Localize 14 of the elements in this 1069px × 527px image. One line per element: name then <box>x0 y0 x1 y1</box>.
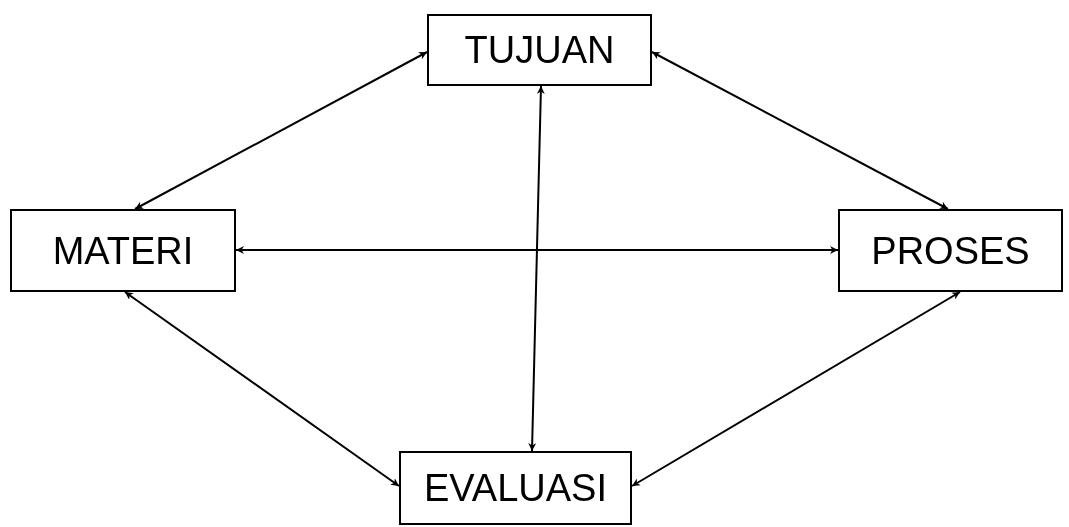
concept-box <box>10 209 236 292</box>
box-label: MATERI <box>52 231 194 270</box>
double-arrow <box>134 51 428 210</box>
concept-box <box>838 209 1063 292</box>
concept-box <box>427 14 652 86</box>
double-arrow <box>235 246 839 254</box>
double-arrow <box>124 291 400 487</box>
box-label: TUJUAN <box>464 31 615 69</box>
double-arrow <box>651 51 949 210</box>
concept-box <box>399 451 632 525</box>
double-arrow <box>631 291 961 487</box>
double-arrow <box>528 85 545 452</box>
box-label: PROSES <box>871 231 1030 270</box>
box-label: EVALUASI <box>423 469 607 507</box>
